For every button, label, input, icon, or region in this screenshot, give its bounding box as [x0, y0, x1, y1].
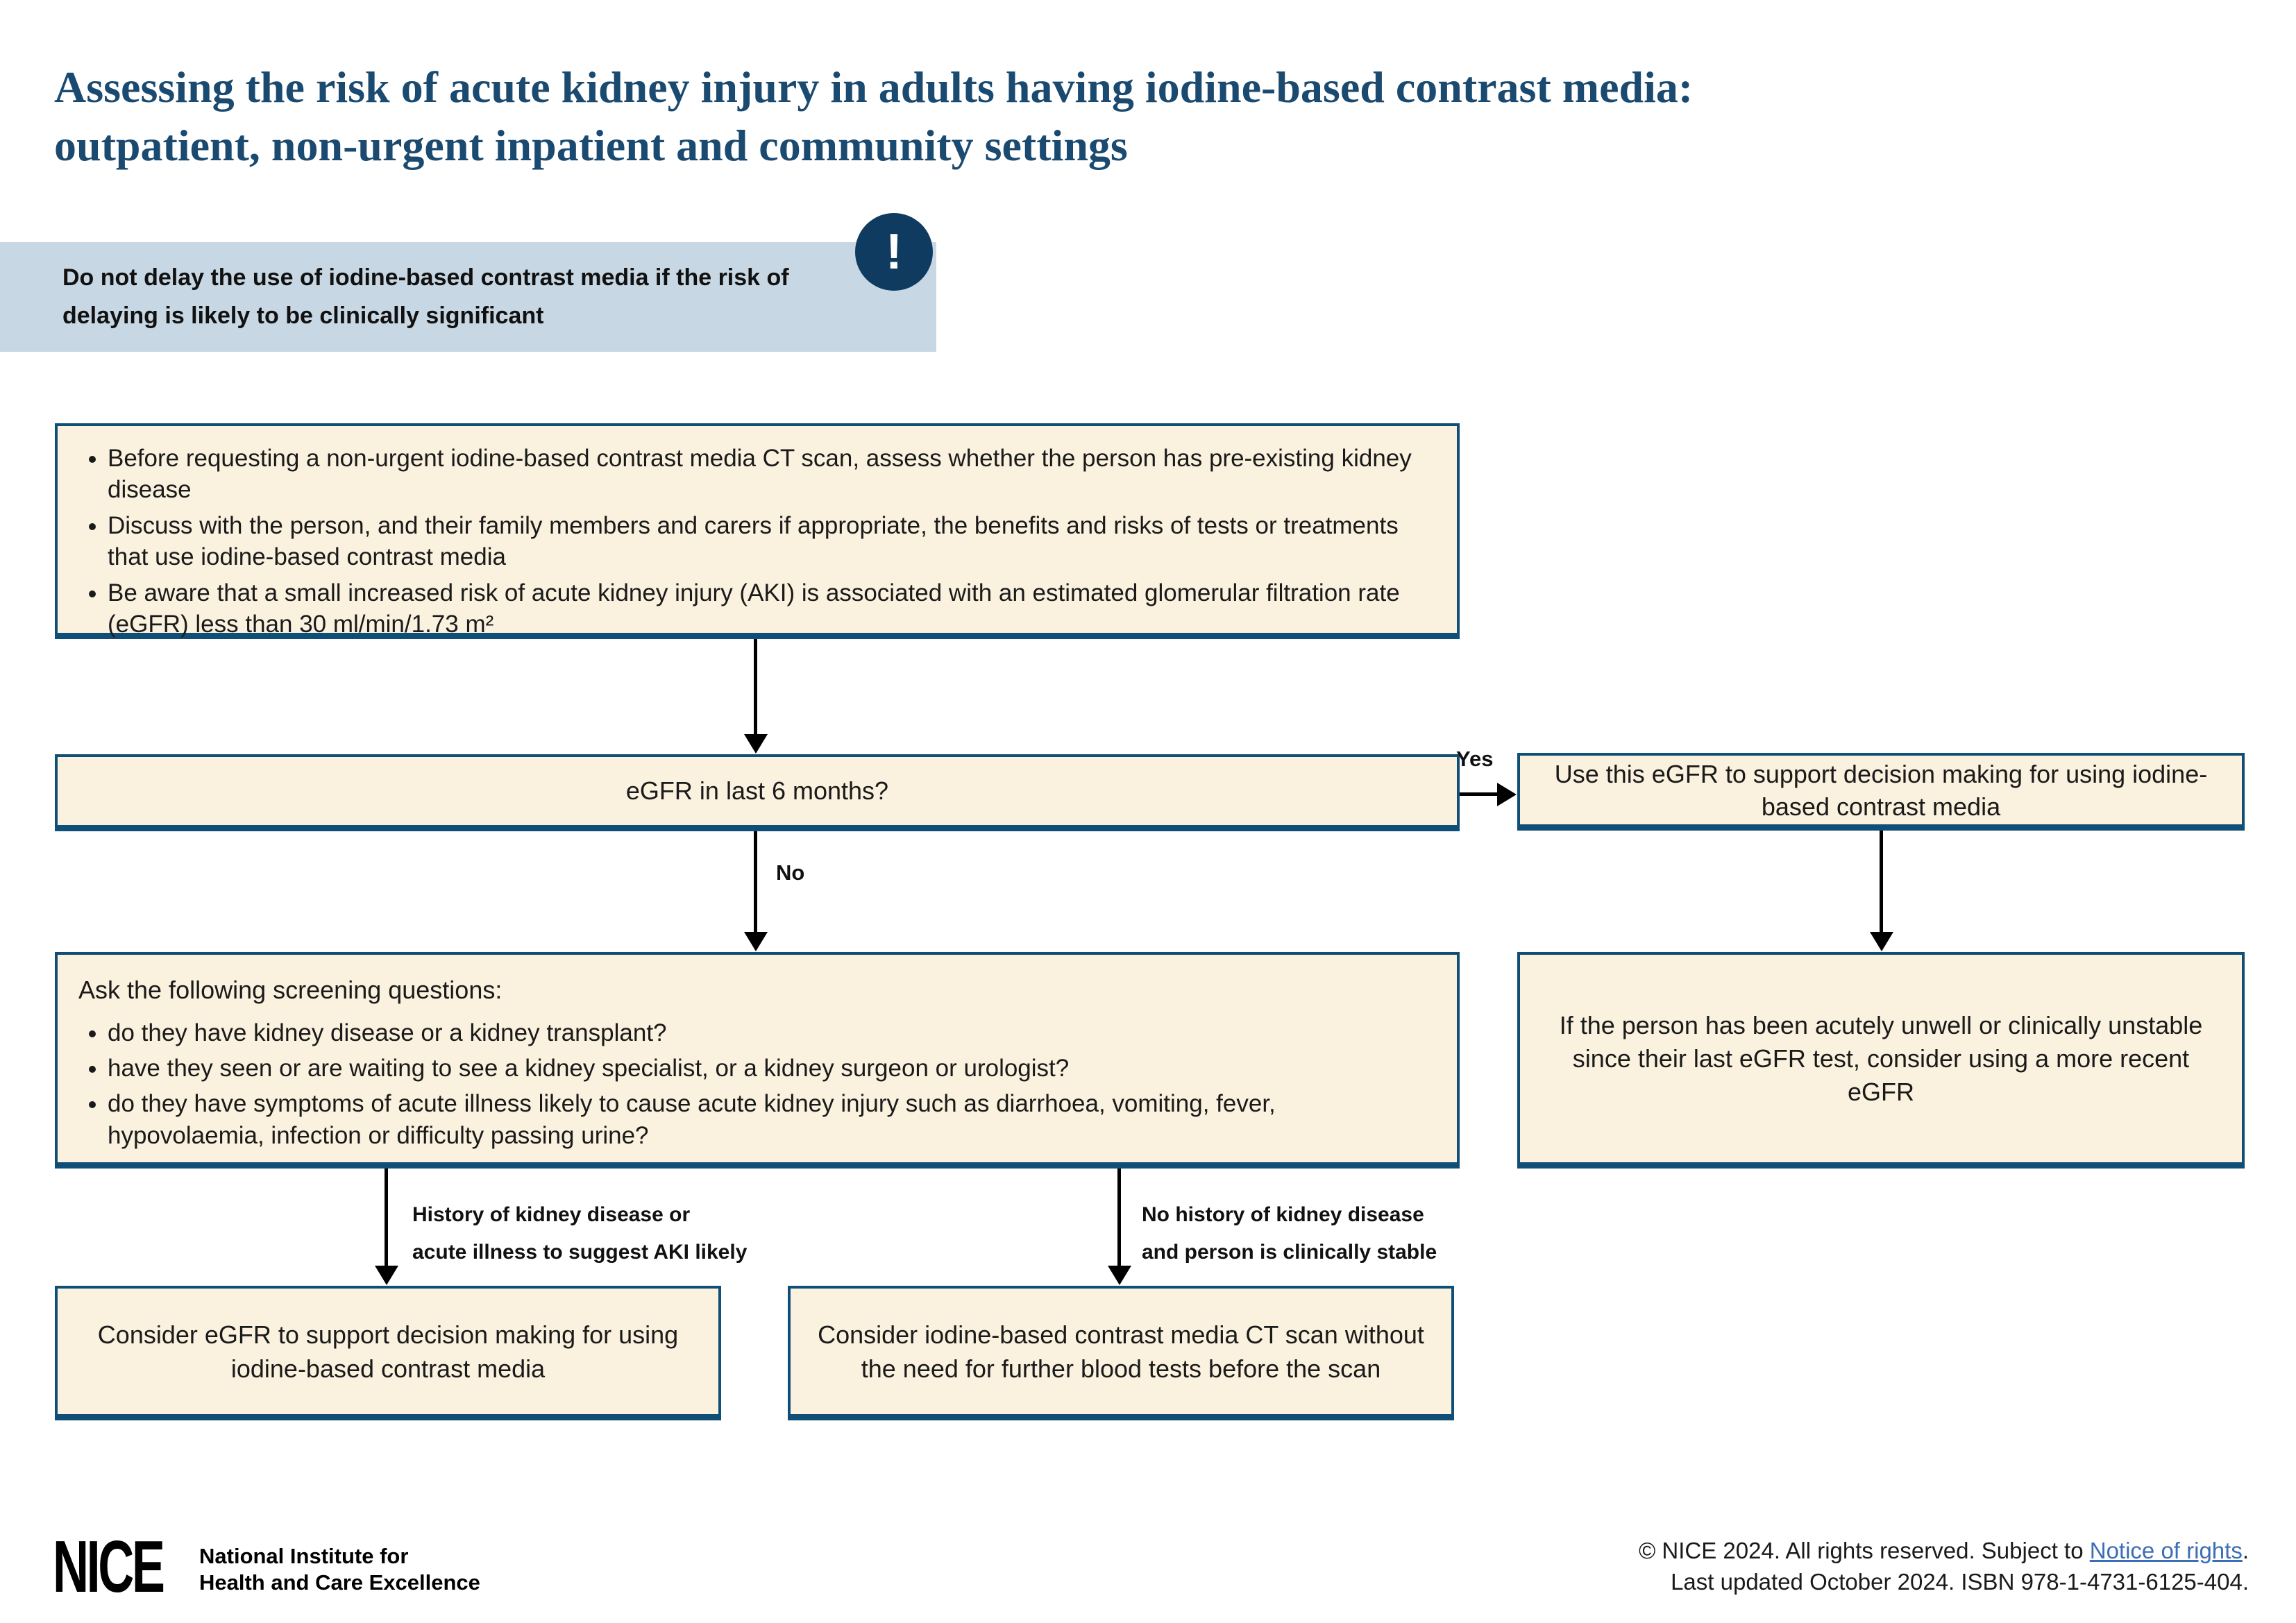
screening-bullet-list: do they have kidney disease or a kidney …: [58, 1017, 1457, 1152]
nice-org-line2: Health and Care Excellence: [199, 1570, 480, 1595]
use-egfr-box: Use this eGFR to support decision making…: [1517, 753, 2245, 831]
no-label: No: [776, 860, 805, 885]
consider-ct-box: Consider iodine-based contrast media CT …: [788, 1286, 1454, 1420]
screening-bullet-1: do they have kidney disease or a kidney …: [108, 1017, 1436, 1049]
acutely-unwell-text: If the person has been acutely unwell or…: [1559, 1010, 2203, 1106]
history-branch-label: History of kidney disease or acute illne…: [412, 1196, 747, 1271]
consider-egfr-box: Consider eGFR to support decision making…: [55, 1286, 721, 1420]
assess-bullet-3: Be aware that a small increased risk of …: [108, 577, 1436, 640]
nice-logo: NICE: [53, 1526, 165, 1608]
egfr-question-box: eGFR in last 6 months?: [55, 754, 1460, 831]
alert-text: Do not delay the use of iodine-based con…: [62, 264, 789, 329]
assess-bullet-2: Discuss with the person, and their famil…: [108, 510, 1436, 572]
exclamation-icon: !: [855, 213, 933, 291]
alert-banner: Do not delay the use of iodine-based con…: [0, 242, 936, 352]
assess-box: Before requesting a non-urgent iodine-ba…: [55, 423, 1460, 639]
arrow-no-history-branch: [1117, 1169, 1121, 1266]
no-history-branch-line2: and person is clinically stable: [1142, 1241, 1437, 1264]
use-egfr-text: Use this eGFR to support decision making…: [1554, 759, 2208, 821]
nice-org-name: National Institute for Health and Care E…: [199, 1543, 480, 1596]
page-title: Assessing the risk of acute kidney injur…: [54, 58, 1693, 175]
assess-bullet-1: Before requesting a non-urgent iodine-ba…: [108, 443, 1436, 505]
arrow-no: [754, 831, 757, 933]
page-title-line2: outpatient, non-urgent inpatient and com…: [54, 121, 1128, 170]
exclamation-glyph: !: [886, 224, 902, 280]
acutely-unwell-box: If the person has been acutely unwell or…: [1517, 952, 2245, 1169]
page-title-line1: Assessing the risk of acute kidney injur…: [54, 62, 1694, 112]
yes-label: Yes: [1456, 747, 1494, 771]
copyright-suffix: .: [2242, 1538, 2249, 1563]
arrow-assess-to-egfr: [754, 639, 757, 735]
screening-intro: Ask the following screening questions:: [78, 976, 503, 1004]
egfr-question-text: eGFR in last 6 months?: [625, 776, 889, 805]
no-history-branch-label: No history of kidney disease and person …: [1142, 1196, 1437, 1271]
consider-ct-text: Consider iodine-based contrast media CT …: [818, 1320, 1424, 1383]
no-history-branch-line1: No history of kidney disease: [1142, 1203, 1424, 1226]
arrow-history-branch: [385, 1169, 388, 1266]
screening-bullet-2: have they seen or are waiting to see a k…: [108, 1053, 1436, 1085]
screening-box: Ask the following screening questions: d…: [55, 952, 1460, 1169]
copyright-line1: © NICE 2024. All rights reserved. Subjec…: [1639, 1535, 2249, 1566]
assess-bullet-list: Before requesting a non-urgent iodine-ba…: [58, 426, 1457, 640]
arrow-yes: [1460, 792, 1498, 796]
copyright-prefix: © NICE 2024. All rights reserved. Subjec…: [1638, 1538, 2090, 1563]
consider-egfr-text: Consider eGFR to support decision making…: [97, 1320, 679, 1383]
copyright-block: © NICE 2024. All rights reserved. Subjec…: [1639, 1535, 2249, 1597]
history-branch-line2: acute illness to suggest AKI likely: [412, 1241, 748, 1264]
notice-of-rights-link[interactable]: Notice of rights: [2089, 1538, 2243, 1563]
history-branch-line1: History of kidney disease or: [412, 1203, 691, 1226]
arrow-useegfr-to-unwell: [1880, 831, 1883, 933]
nice-org-line1: National Institute for: [199, 1544, 409, 1568]
copyright-line2: Last updated October 2024. ISBN 978-1-47…: [1671, 1569, 2249, 1595]
screening-bullet-3: do they have symptoms of acute illness l…: [108, 1088, 1436, 1152]
